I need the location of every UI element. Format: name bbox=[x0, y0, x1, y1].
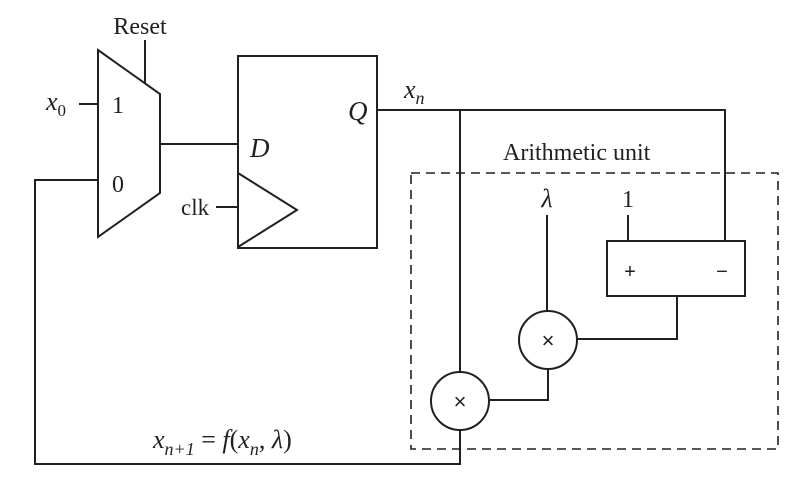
xn-label: xn bbox=[403, 75, 425, 108]
feedback-wire bbox=[34, 179, 461, 465]
reset-label: Reset bbox=[113, 14, 167, 40]
q-label: Q bbox=[348, 96, 368, 126]
multiplier-lower-symbol: × bbox=[454, 389, 467, 414]
subtractor-minus: − bbox=[716, 261, 728, 283]
clk-label: clk bbox=[181, 195, 210, 220]
subtractor-out-wire bbox=[577, 296, 678, 340]
register-box bbox=[237, 55, 378, 249]
one-label: 1 bbox=[622, 187, 634, 213]
multiplexer bbox=[97, 48, 161, 239]
arithmetic-unit-boundary bbox=[410, 172, 779, 450]
arithmetic-unit-label: Arithmetic unit bbox=[503, 140, 651, 166]
d-label: D bbox=[249, 133, 270, 163]
lambda-label: λ bbox=[540, 184, 552, 213]
subtractor-plus: + bbox=[624, 261, 636, 283]
x0-label: x0 bbox=[45, 87, 66, 120]
upper-to-lower-wire bbox=[489, 369, 549, 401]
mux-input1-label: 1 bbox=[112, 93, 124, 119]
xn-wire bbox=[377, 109, 726, 241]
feedback-label: xn+1 = f(xn, λ) bbox=[152, 425, 292, 459]
multiplier-upper-symbol: × bbox=[542, 328, 555, 353]
mux-input0-label: 0 bbox=[112, 172, 124, 198]
clock-triangle bbox=[237, 172, 299, 248]
